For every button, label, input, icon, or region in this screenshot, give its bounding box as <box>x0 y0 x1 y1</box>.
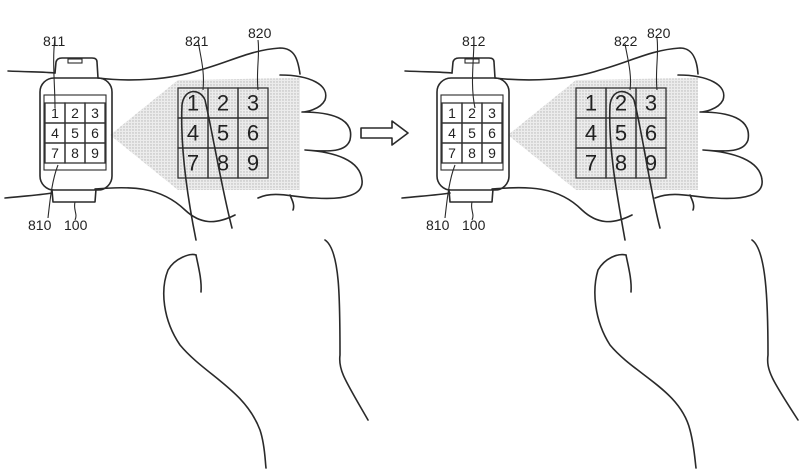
key-label-2: 2 <box>468 105 476 121</box>
key-9[interactable] <box>635 147 667 179</box>
right-arrow-icon <box>360 120 409 146</box>
watch-bottom-strap <box>51 188 97 203</box>
key-label-8: 8 <box>468 145 476 161</box>
key-label-1: 1 <box>585 91 597 116</box>
label-821: 821 <box>185 33 209 49</box>
hand-wrinkle <box>689 194 695 211</box>
watch-top-strap <box>54 57 99 79</box>
key-label-4: 4 <box>585 121 597 146</box>
arm-upper-outline <box>404 47 699 81</box>
key-label-2: 2 <box>217 91 229 116</box>
key-label-8: 8 <box>217 151 229 176</box>
label-822: 822 <box>614 33 638 49</box>
key-label-7: 7 <box>585 151 597 176</box>
arm-lower-outline <box>401 186 633 223</box>
leader-812 <box>471 37 476 109</box>
smartwatch <box>39 57 113 203</box>
watch-bottom-strap <box>448 188 494 203</box>
key-label-1: 1 <box>448 105 456 121</box>
thumb-crease <box>625 254 632 293</box>
key-label-4: 4 <box>187 121 199 146</box>
key-9[interactable] <box>237 147 269 179</box>
key-label-5: 5 <box>217 121 229 146</box>
watch-body <box>39 77 113 191</box>
key-label-6: 6 <box>488 125 496 141</box>
label-820: 820 <box>647 25 671 41</box>
watch-crown <box>464 58 480 64</box>
key-label-7: 7 <box>51 145 59 161</box>
pointing-hand <box>594 239 799 469</box>
leader-820 <box>655 37 659 91</box>
pointing-finger <box>608 90 661 241</box>
leader-811 <box>53 37 56 109</box>
thumb-crease <box>195 254 202 293</box>
key-label-2: 2 <box>615 91 627 116</box>
key-label-8: 8 <box>615 151 627 176</box>
hand-wrinkle <box>289 194 295 211</box>
leader-810 <box>47 164 59 219</box>
key-label-8: 8 <box>71 145 79 161</box>
leader-821 <box>197 39 204 91</box>
hand-knuckles-outline <box>654 74 763 200</box>
key-label-3: 3 <box>247 91 259 116</box>
watch-screen <box>43 94 107 171</box>
key-label-6: 6 <box>91 125 99 141</box>
label-810: 810 <box>426 217 450 233</box>
key-label-6: 6 <box>247 121 259 146</box>
label-100: 100 <box>462 217 486 233</box>
key-label-4: 4 <box>51 125 59 141</box>
hand-knuckles-outline <box>257 74 363 200</box>
leader-820 <box>256 39 260 91</box>
key-label-7: 7 <box>448 145 456 161</box>
watch-top-strap <box>451 57 496 79</box>
label-100: 100 <box>64 217 88 233</box>
key-label-3: 3 <box>91 105 99 121</box>
label-812: 812 <box>462 33 486 49</box>
key-label-5: 5 <box>71 125 79 141</box>
pointing-finger <box>180 90 233 241</box>
leader-100 <box>73 201 77 221</box>
leader-822 <box>624 43 632 91</box>
key-9[interactable] <box>481 142 503 164</box>
projection-beam <box>508 78 698 190</box>
key-9[interactable] <box>84 142 106 164</box>
key-label-9: 9 <box>247 151 259 176</box>
key-label-7: 7 <box>187 151 199 176</box>
key-label-2: 2 <box>71 105 79 121</box>
arm-upper-outline <box>7 47 301 81</box>
pointing-hand <box>163 239 369 469</box>
label-811: 811 <box>43 33 66 49</box>
key-label-3: 3 <box>645 91 657 116</box>
watch-crown <box>67 58 83 64</box>
watch-screen <box>440 94 504 171</box>
key-label-4: 4 <box>448 125 456 141</box>
arm-lower-outline <box>4 186 236 223</box>
key-label-3: 3 <box>488 105 496 121</box>
key-label-9: 9 <box>91 145 99 161</box>
key-label-1: 1 <box>187 91 199 116</box>
label-820: 820 <box>248 25 272 41</box>
key-label-5: 5 <box>468 125 476 141</box>
leader-810 <box>444 164 456 219</box>
key-label-6: 6 <box>645 121 657 146</box>
leader-100 <box>470 201 474 221</box>
label-810: 810 <box>28 217 52 233</box>
key-label-1: 1 <box>51 105 59 121</box>
key-label-5: 5 <box>615 121 627 146</box>
key-label-9: 9 <box>488 145 496 161</box>
projection-beam <box>110 78 300 190</box>
